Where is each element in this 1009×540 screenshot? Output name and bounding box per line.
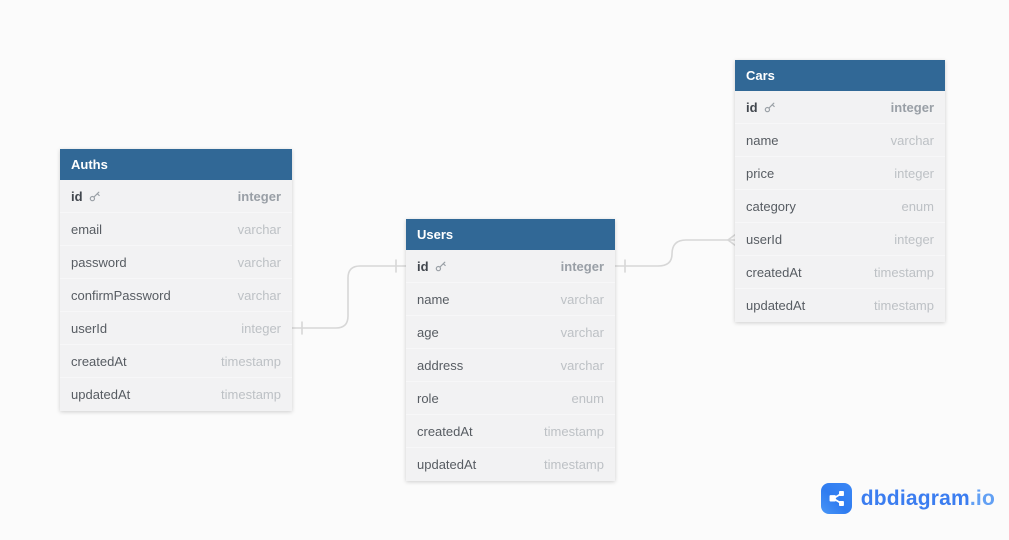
table-cars[interactable]: Cars id integer name varchar price integer cat…	[735, 60, 945, 322]
field-type: integer	[890, 99, 934, 115]
share-nodes-icon	[820, 483, 852, 514]
field-row-updatedAt[interactable]: updatedAt timestamp	[60, 378, 292, 411]
field-row-role[interactable]: role enum	[406, 382, 615, 415]
field-type: varchar	[560, 357, 604, 373]
field-row-name[interactable]: name varchar	[735, 124, 945, 157]
field-row-userId[interactable]: userId integer	[735, 223, 945, 256]
field-row-createdAt[interactable]: createdAt timestamp	[60, 345, 292, 378]
field-row-category[interactable]: category enum	[735, 190, 945, 223]
field-type: integer	[237, 188, 281, 204]
field-name: role	[417, 390, 439, 406]
field-name: userId	[71, 320, 108, 336]
primary-key-icon	[435, 260, 447, 272]
field-name: createdAt	[71, 353, 127, 369]
field-row-age[interactable]: age varchar	[406, 316, 615, 349]
primary-key-icon	[764, 101, 776, 113]
field-row-name[interactable]: name varchar	[406, 283, 615, 316]
field-row-createdAt[interactable]: createdAt timestamp	[735, 256, 945, 289]
dbdiagram-logo[interactable]: dbdiagram.io	[820, 483, 995, 514]
field-name: category	[746, 198, 796, 214]
field-row-id[interactable]: id integer	[406, 250, 615, 283]
field-name: id	[417, 259, 447, 274]
field-type: timestamp	[874, 298, 934, 313]
field-type: varchar	[237, 254, 281, 270]
table-header-users[interactable]: Users	[406, 219, 615, 250]
table-auths[interactable]: Auths id integer email varchar password varch…	[60, 149, 292, 411]
field-name: userId	[746, 231, 783, 247]
field-row-address[interactable]: address varchar	[406, 349, 615, 382]
logo-suffix: .io	[969, 486, 995, 510]
primary-key-icon	[89, 190, 101, 202]
field-name: createdAt	[417, 423, 473, 439]
field-row-confirmPassword[interactable]: confirmPassword varchar	[60, 279, 292, 312]
relationship-users-cars[interactable]	[614, 233, 737, 273]
field-type: integer	[894, 165, 934, 181]
field-row-id[interactable]: id integer	[60, 180, 292, 213]
field-name: createdAt	[746, 264, 802, 280]
table-header-cars[interactable]: Cars	[735, 60, 945, 91]
field-row-createdAt[interactable]: createdAt timestamp	[406, 415, 615, 448]
table-rows-cars: id integer name varchar price integer category…	[735, 91, 945, 322]
field-name: name	[746, 132, 779, 148]
field-name: age	[417, 324, 439, 340]
field-name: id	[71, 189, 101, 204]
logo-text: dbdiagram	[860, 486, 970, 510]
field-row-password[interactable]: password varchar	[60, 246, 292, 279]
field-type: timestamp	[544, 423, 604, 439]
table-title: Cars	[746, 68, 775, 83]
field-type: timestamp	[221, 387, 281, 402]
field-type: varchar	[890, 132, 934, 148]
field-name: price	[746, 165, 775, 181]
field-type: enum	[571, 390, 604, 406]
field-row-userId[interactable]: userId integer	[60, 312, 292, 345]
field-row-id[interactable]: id integer	[735, 91, 945, 124]
field-type: integer	[560, 258, 604, 274]
field-type: timestamp	[874, 264, 934, 280]
field-type: varchar	[237, 221, 281, 237]
table-rows-users: id integer name varchar age varchar address var…	[406, 250, 615, 481]
field-type: timestamp	[221, 353, 281, 369]
field-name: address	[417, 357, 464, 373]
field-name: id	[746, 100, 776, 115]
field-name: updatedAt	[71, 387, 131, 402]
field-type: enum	[901, 198, 934, 214]
field-type: varchar	[560, 291, 604, 307]
field-row-updatedAt[interactable]: updatedAt timestamp	[735, 289, 945, 322]
field-name: updatedAt	[746, 298, 806, 313]
field-name: password	[71, 254, 127, 270]
field-row-email[interactable]: email varchar	[60, 213, 292, 246]
field-name: email	[71, 221, 103, 237]
logo-wordmark: dbdiagram.io	[861, 487, 995, 511]
field-name: name	[417, 291, 450, 307]
relationship-auths-users[interactable]	[291, 259, 407, 335]
field-row-updatedAt[interactable]: updatedAt timestamp	[406, 448, 615, 481]
field-type: integer	[241, 320, 281, 336]
field-type: timestamp	[544, 457, 604, 472]
field-row-price[interactable]: price integer	[735, 157, 945, 190]
table-title: Auths	[71, 157, 108, 172]
field-name: updatedAt	[417, 457, 477, 472]
field-type: varchar	[560, 324, 604, 340]
field-type: varchar	[237, 287, 281, 303]
table-header-auths[interactable]: Auths	[60, 149, 292, 180]
table-title: Users	[417, 227, 454, 242]
field-type: integer	[894, 231, 934, 247]
field-name: confirmPassword	[71, 287, 171, 303]
